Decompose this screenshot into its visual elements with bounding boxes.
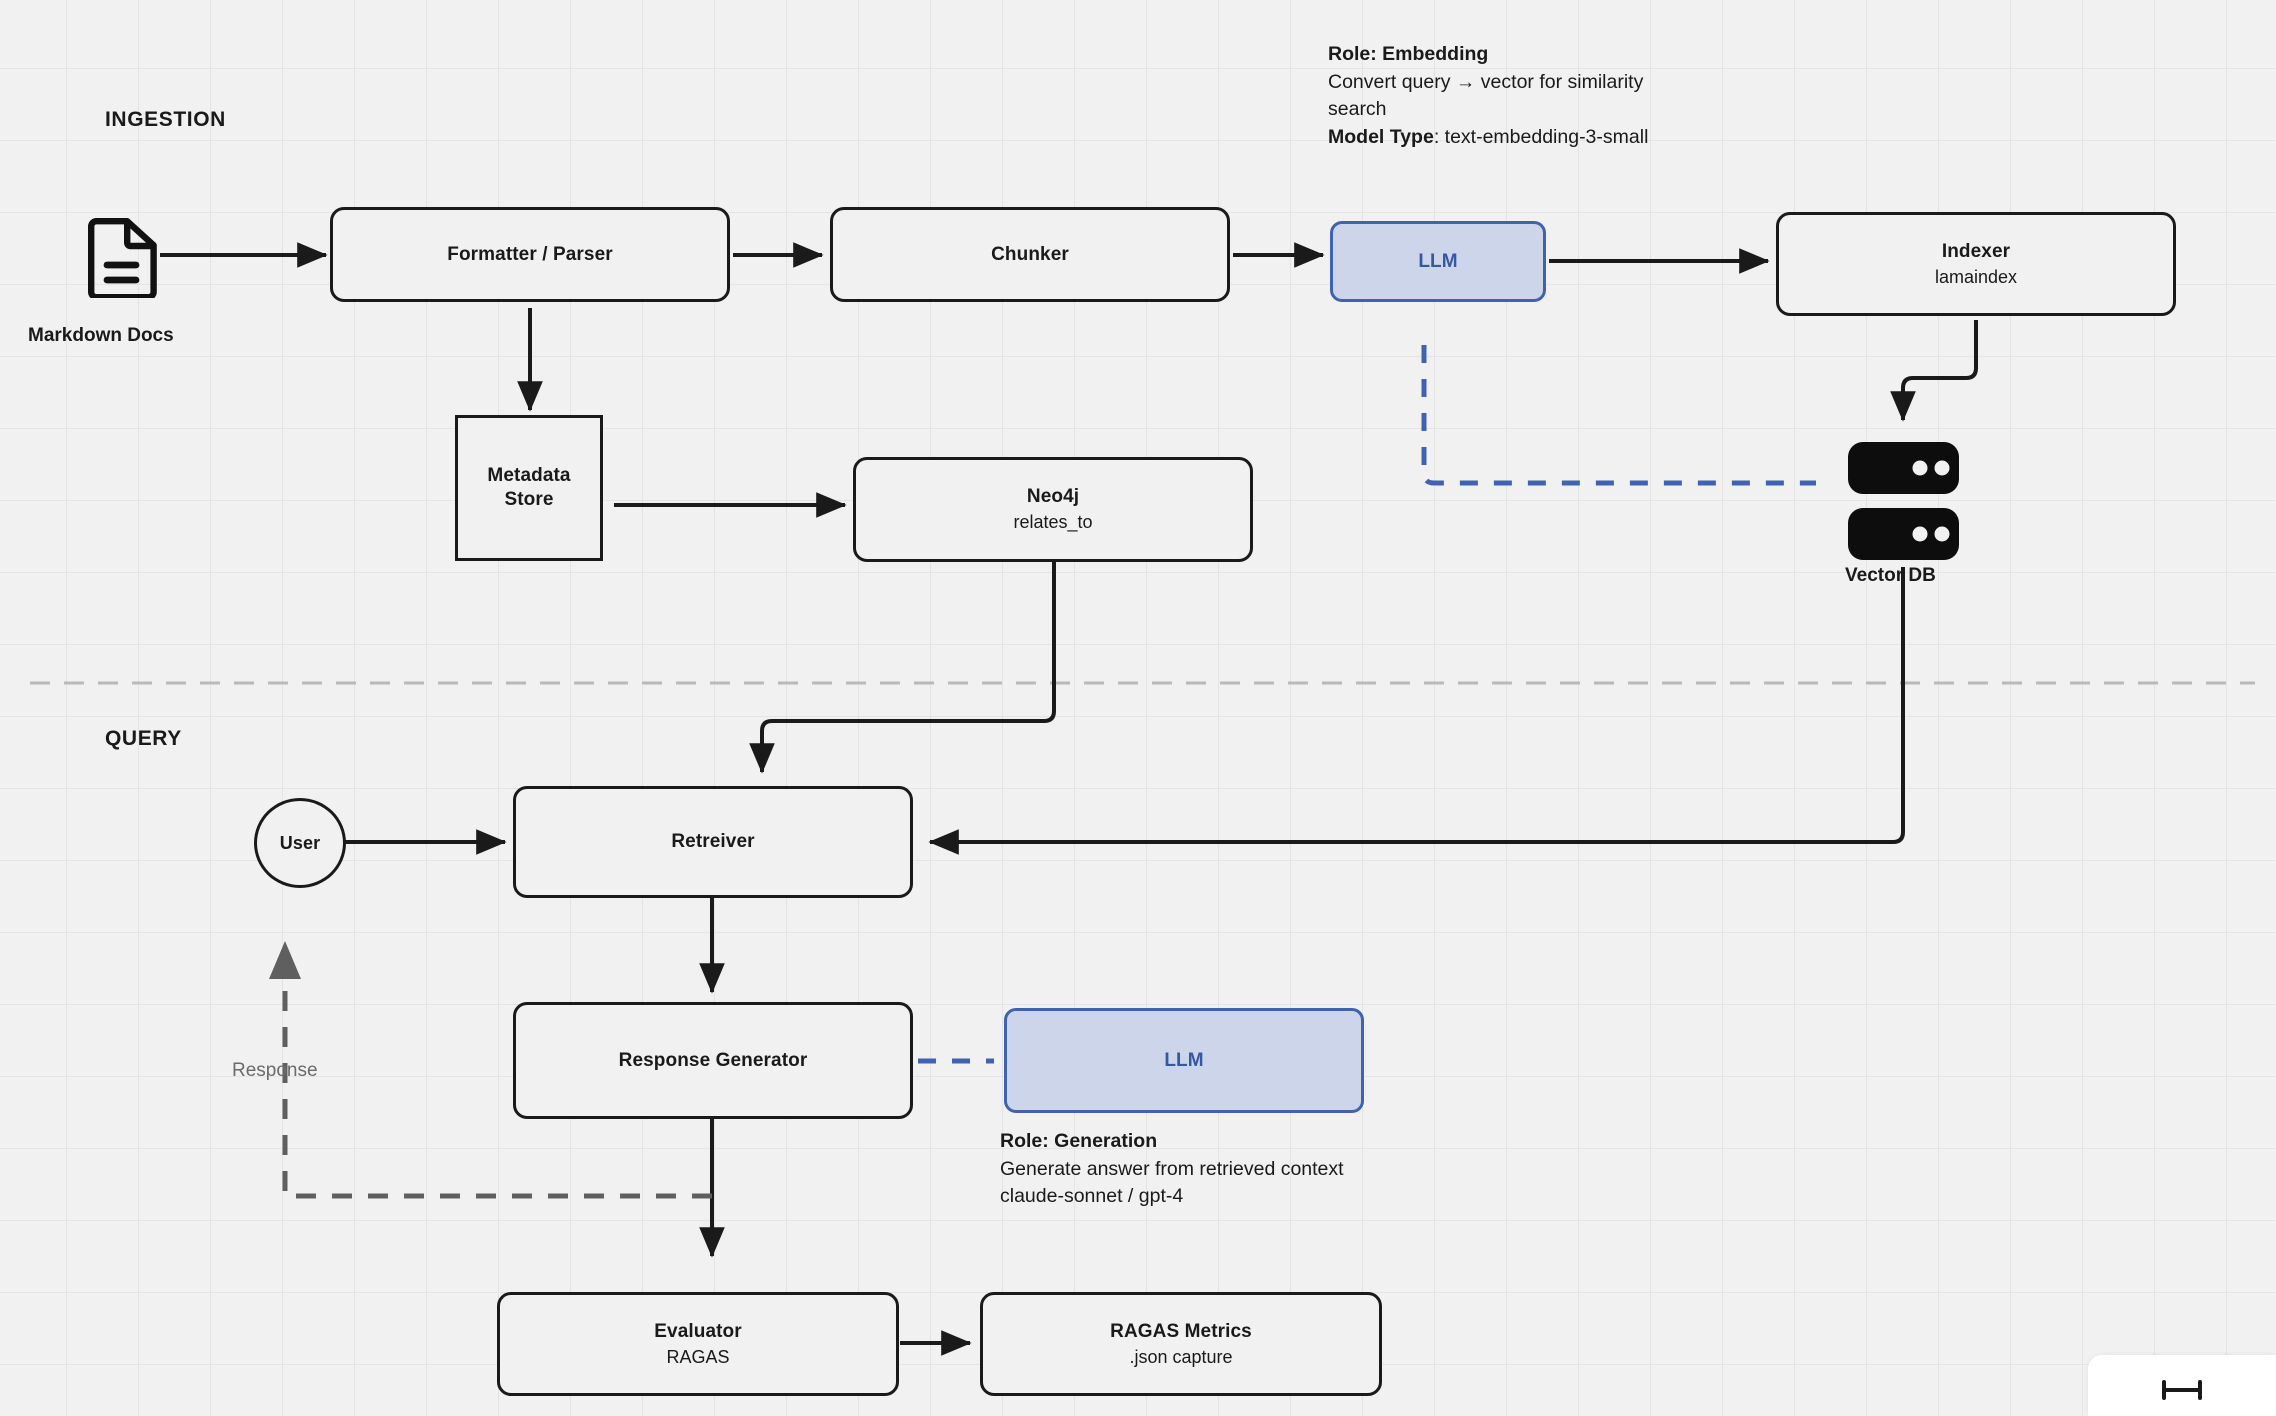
lane-label-ingestion: INGESTION bbox=[105, 108, 226, 131]
node-title: Chunker bbox=[991, 243, 1069, 265]
annotation-role-label: Role: Embedding bbox=[1328, 43, 1489, 65]
edge-indexer-vectordb bbox=[1890, 320, 1978, 422]
node-title: Formatter / Parser bbox=[447, 243, 613, 265]
node-llm-generation[interactable]: LLM bbox=[1004, 1008, 1364, 1113]
annotation-role-label: Role: Generation bbox=[1000, 1130, 1158, 1152]
node-title: User bbox=[279, 832, 321, 853]
node-title: RAGAS Metrics bbox=[1110, 1320, 1252, 1342]
annotation-models: claude-sonnet / gpt-4 bbox=[1000, 1185, 1184, 1208]
node-user[interactable]: User bbox=[254, 798, 346, 888]
node-subtitle: RAGAS bbox=[666, 1346, 730, 1367]
node-title-line2: Store bbox=[504, 489, 554, 510]
node-response-generator[interactable]: Response Generator bbox=[513, 1002, 913, 1119]
node-title: Response Generator bbox=[618, 1049, 808, 1071]
node-subtitle: lamaindex bbox=[1934, 266, 2018, 287]
node-metadata-store[interactable]: Metadata Store bbox=[455, 415, 603, 561]
annotation-description: Convert query → vector for similarity se… bbox=[1328, 70, 1644, 121]
node-chunker[interactable]: Chunker bbox=[830, 207, 1230, 302]
node-retriever[interactable]: Retreiver bbox=[513, 786, 913, 898]
database-icon bbox=[1846, 440, 1961, 575]
node-subtitle: relates_to bbox=[1013, 512, 1093, 533]
annotation-model-label: Model Type bbox=[1328, 126, 1434, 149]
edge-label-response: Response bbox=[232, 1060, 318, 1081]
horizontal-resize-icon[interactable] bbox=[2160, 1379, 2204, 1401]
node-evaluator[interactable]: Evaluator RAGAS bbox=[497, 1292, 899, 1396]
node-title: Indexer bbox=[1941, 240, 2011, 262]
node-llm-embedding[interactable]: LLM bbox=[1330, 221, 1546, 302]
node-title: LLM bbox=[1164, 1049, 1204, 1071]
annotation-generation: Role: Generation Generate answer from re… bbox=[1000, 1128, 1440, 1211]
lane-label-query: QUERY bbox=[105, 727, 182, 750]
annotation-description: Generate answer from retrieved context bbox=[1000, 1157, 1344, 1180]
markdown-docs-caption: Markdown Docs bbox=[28, 325, 174, 346]
node-subtitle: .json capture bbox=[1129, 1346, 1233, 1367]
node-title: Metadata bbox=[487, 465, 571, 487]
edge-llm-vectordb-dashed bbox=[1421, 345, 1816, 486]
node-neo4j[interactable]: Neo4j relates_to bbox=[853, 457, 1253, 562]
node-ragas-metrics[interactable]: RAGAS Metrics .json capture bbox=[980, 1292, 1382, 1396]
node-title: Evaluator bbox=[654, 1320, 742, 1342]
bottom-toolbar[interactable] bbox=[2088, 1355, 2276, 1416]
annotation-model-value: : text-embedding-3-small bbox=[1433, 126, 1649, 149]
node-title: Neo4j bbox=[1026, 486, 1080, 508]
node-indexer[interactable]: Indexer lamaindex bbox=[1776, 212, 2176, 316]
annotation-embedding: Role: Embedding Convert query → vector f… bbox=[1328, 41, 1668, 152]
vector-db-caption: Vector DB bbox=[1845, 565, 1936, 586]
node-title: Retreiver bbox=[671, 831, 755, 853]
node-formatter-parser[interactable]: Formatter / Parser bbox=[330, 207, 730, 302]
document-icon bbox=[88, 218, 162, 303]
edge-neo4j-retriever bbox=[749, 562, 1056, 774]
node-title: LLM bbox=[1418, 250, 1458, 272]
edge-vectordb-retriever bbox=[928, 567, 1905, 855]
